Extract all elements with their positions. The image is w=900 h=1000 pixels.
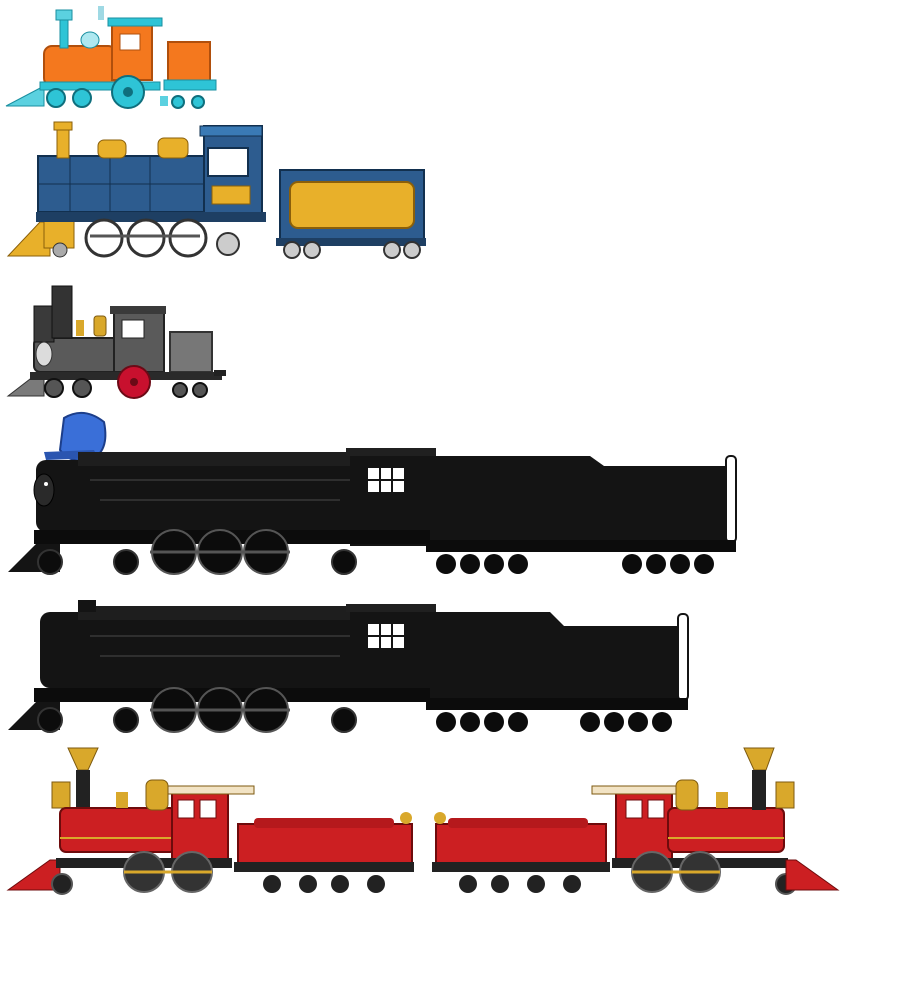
red-locomotive-right	[432, 747, 840, 895]
blue-locomotive	[6, 121, 426, 259]
gray-locomotive	[6, 285, 226, 399]
black-locomotive	[8, 600, 689, 733]
orange-locomotive	[5, 6, 217, 109]
red-locomotive-left	[6, 747, 414, 895]
black-locomotive-with-hat	[8, 411, 737, 575]
